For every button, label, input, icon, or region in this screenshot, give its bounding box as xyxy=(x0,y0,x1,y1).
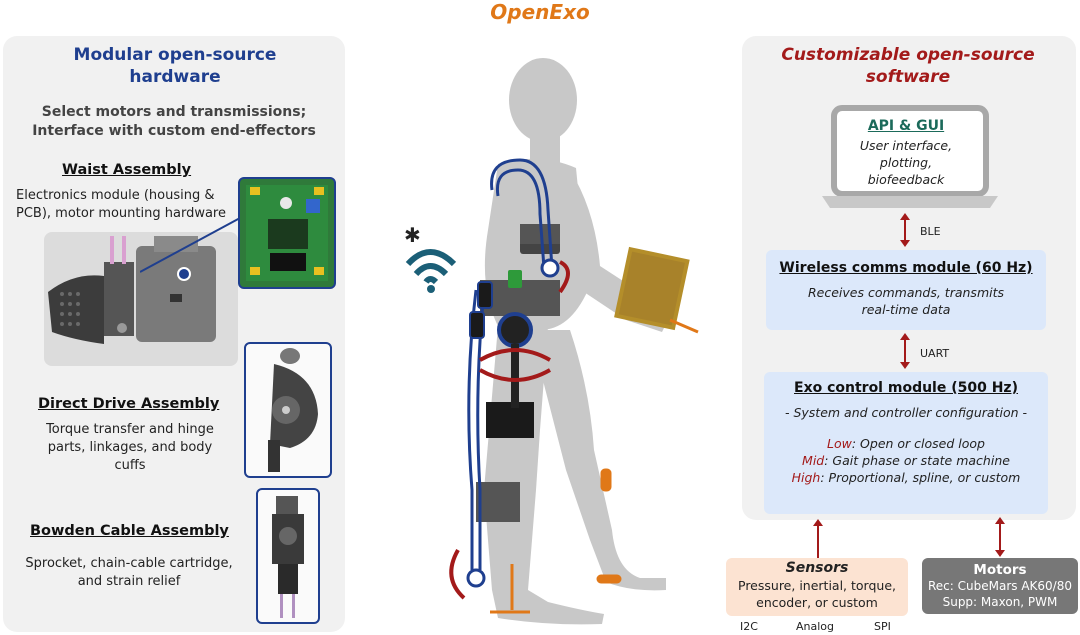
waist-assembly-desc: Electronics module (housing & PCB), moto… xyxy=(16,188,226,221)
uart-label: UART xyxy=(920,347,950,360)
hardware-subtitle: Select motors and transmissions; Interfa… xyxy=(32,104,316,139)
direct-drive-image xyxy=(244,342,332,478)
sensors-title: Sensors xyxy=(785,560,849,576)
waist-assembly-image xyxy=(44,232,238,366)
api-gui-desc: User interface, plotting, biofeedback xyxy=(859,138,953,187)
software-title: Customizable open-source software xyxy=(781,45,1035,87)
svg-text:✱: ✱ xyxy=(404,223,421,247)
protocol-analog: Analog xyxy=(796,620,835,633)
control-level-high: High: Proportional, spline, or custom xyxy=(791,470,1021,485)
motors-line2: Supp: Maxon, PWM xyxy=(942,595,1058,609)
bowden-cable-desc: Sprocket, chain-cable cartridge, and str… xyxy=(25,556,233,589)
callout-line xyxy=(140,217,241,273)
uart-arrow xyxy=(900,333,910,369)
control-module: Exo control module (500 Hz) - System and… xyxy=(764,372,1048,514)
control-subtitle: - System and controller configuration - xyxy=(784,405,1028,420)
api-gui-title: API & GUI xyxy=(867,118,945,134)
ble-arrow xyxy=(900,213,910,247)
page-title: OpenExo xyxy=(490,0,590,24)
bowden-cable-image xyxy=(256,488,320,624)
motors-arrow xyxy=(995,517,1005,557)
ble-label: BLE xyxy=(920,225,941,238)
sensors-desc: Pressure, inertial, torque, encoder, or … xyxy=(738,578,896,610)
exo-figure-illustration: ✱ xyxy=(404,58,699,625)
waist-assembly-title: Waist Assembly xyxy=(62,162,192,178)
protocol-i2c: I2C xyxy=(740,620,758,633)
wireless-title: Wireless comms module (60 Hz) xyxy=(779,260,1033,276)
wireless-module: Wireless comms module (60 Hz) Receives c… xyxy=(766,250,1046,330)
bowden-cable-title: Bowden Cable Assembly xyxy=(30,523,229,539)
control-level-low: Low: Open or closed loop xyxy=(827,436,985,451)
motors-title: Motors xyxy=(973,562,1027,578)
control-title: Exo control module (500 Hz) xyxy=(794,380,1018,396)
hardware-title: Modular open-source hardware xyxy=(73,45,277,87)
wireless-desc: Receives commands, transmits real-time d… xyxy=(807,285,1005,317)
direct-drive-title: Direct Drive Assembly xyxy=(38,396,220,412)
direct-drive-desc: Torque transfer and hinge parts, linkage… xyxy=(46,422,214,473)
motors-line1: Rec: CubeMars AK60/80 xyxy=(928,579,1072,593)
motors-box: Motors Rec: CubeMars AK60/80 Supp: Maxon… xyxy=(922,558,1078,614)
protocol-spi: SPI xyxy=(874,620,891,633)
pcb-image xyxy=(238,177,336,289)
sensors-box: Sensors Pressure, inertial, torque, enco… xyxy=(726,558,908,616)
sensors-arrow xyxy=(813,519,823,558)
laptop-icon xyxy=(822,105,998,208)
control-level-mid: Mid: Gait phase or state machine xyxy=(802,453,1010,468)
api-gui-box: API & GUI User interface, plotting, biof… xyxy=(842,118,970,188)
